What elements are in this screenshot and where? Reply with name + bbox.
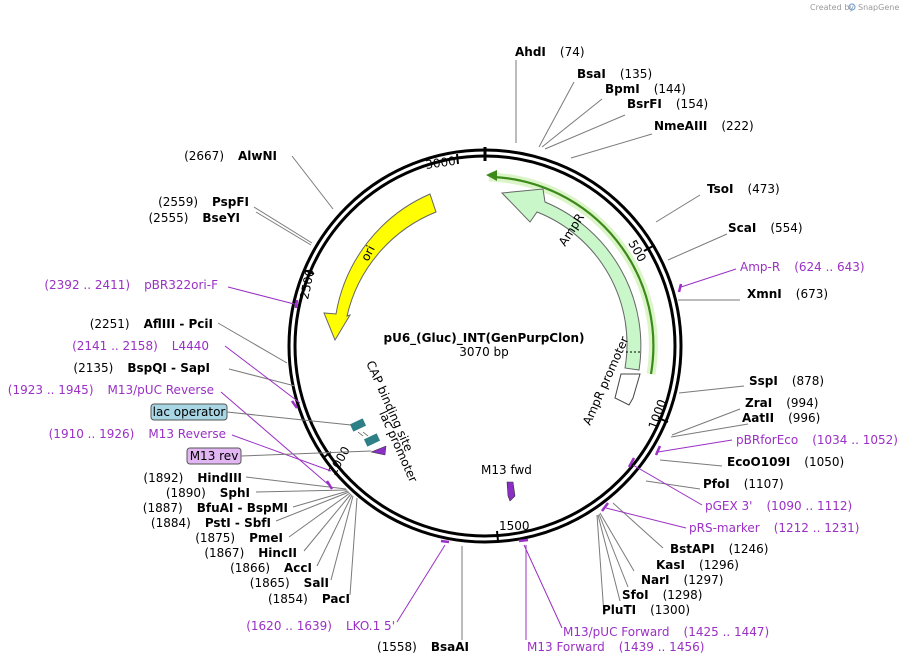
enzyme-xmni[interactable]: XmnI(673) xyxy=(747,287,828,301)
enzyme-hindiii[interactable]: (1892)HindIII xyxy=(143,471,242,485)
enzyme-ecoo109i[interactable]: EcoO109I(1050) xyxy=(727,455,844,469)
primer-m13puc-forward[interactable]: M13/pUC Forward(1425 .. 1447) xyxy=(563,625,769,639)
credit-brand: SnapGene xyxy=(858,3,899,12)
primer-labels: Amp-R(624 .. 643) pBRforEco(1034 .. 1052… xyxy=(8,260,898,654)
enzyme-ahdi[interactable]: AhdI(74) xyxy=(515,45,585,59)
enzyme-aatii[interactable]: AatII(996) xyxy=(742,411,820,425)
enzyme-bspqi-sapi[interactable]: (2135)BspQI - SapI xyxy=(73,361,210,375)
enzyme-paci[interactable]: (1854)PacI xyxy=(268,592,350,606)
ampr-orf-arrowhead xyxy=(486,170,497,181)
enzyme-zrai[interactable]: ZraI(994) xyxy=(745,396,818,410)
enzyme-hincii[interactable]: (1867)HincII xyxy=(204,546,297,560)
primer-m13-reverse[interactable]: (1910 .. 1926)M13 Reverse xyxy=(49,427,226,441)
enzyme-bsrfi[interactable]: BsrFI(154) xyxy=(627,97,708,111)
enzyme-sfoi[interactable]: SfoI(1298) xyxy=(622,588,702,602)
primer-bars xyxy=(290,283,683,544)
enzyme-alwni[interactable]: (2667)AlwNI xyxy=(184,149,277,163)
lac-operator-label: lac operator xyxy=(153,405,226,419)
tick-label-1500: 1500 xyxy=(499,519,530,533)
primer-l4440[interactable]: (2141 .. 2158)L4440 xyxy=(72,339,209,353)
m13-fwd-label: M13 fwd xyxy=(481,463,532,477)
enzyme-acci[interactable]: (1866)AccI xyxy=(230,561,312,575)
primer-m13-forward[interactable]: M13 Forward(1439 .. 1456) xyxy=(527,640,704,654)
enzyme-nmeaiii[interactable]: NmeAIII(222) xyxy=(654,119,754,133)
snapgene-logo-icon xyxy=(848,3,856,11)
enzyme-pspfi[interactable]: (2559)PspFI xyxy=(158,195,249,209)
enzyme-bsaai[interactable]: (1558)BsaAI xyxy=(377,640,469,654)
enzyme-bseyi[interactable]: (2555)BseYI xyxy=(149,211,241,225)
ori-label: ori xyxy=(358,243,378,263)
enzyme-psti-sbfi[interactable]: (1884)PstI - SbfI xyxy=(151,516,271,530)
enzyme-pluti[interactable]: PluTI(1300) xyxy=(602,603,690,617)
ampr-promoter-arrow[interactable] xyxy=(614,373,641,406)
enzyme-sspi[interactable]: SspI(878) xyxy=(749,374,824,388)
lac-hatch-icon xyxy=(357,431,369,437)
primer-pbr322ori-f[interactable]: (2392 .. 2411)pBR322ori-F xyxy=(44,278,218,292)
tick-label-2500: 2500 xyxy=(297,268,317,301)
enzyme-scai[interactable]: ScaI(554) xyxy=(728,221,803,235)
m13-fwd-arrow[interactable] xyxy=(506,481,516,502)
enzyme-afliii-pcii[interactable]: (2251)AflIII - PciI xyxy=(90,317,213,331)
m13rev-leader xyxy=(240,450,372,457)
enzyme-sali[interactable]: (1865)SalI xyxy=(250,576,329,590)
plasmid-name: pU6_(Gluc)_INT(GenPurpClon) xyxy=(383,331,584,346)
cap-binding-bar[interactable] xyxy=(363,433,381,447)
enzyme-leaders xyxy=(217,60,749,640)
enzyme-sphi[interactable]: (1890)SphI xyxy=(166,486,250,500)
primer-amp-r[interactable]: Amp-R(624 .. 643) xyxy=(740,260,865,274)
tick-label-1000: 1000 xyxy=(646,398,670,431)
primer-pbrforeco[interactable]: pBRforEco(1034 .. 1052) xyxy=(736,433,898,447)
primer-prs-marker[interactable]: pRS-marker(1212 .. 1231) xyxy=(689,521,859,535)
primer-pgex3[interactable]: pGEX 3'(1090 .. 1112) xyxy=(705,499,852,513)
enzyme-bfuai-bspmi[interactable]: (1887)BfuAI - BspMI xyxy=(143,501,288,515)
tick-label-2000: 2000 xyxy=(325,444,352,477)
enzyme-pmei[interactable]: (1875)PmeI xyxy=(195,531,283,545)
enzyme-bsai[interactable]: BsaI(135) xyxy=(577,67,652,81)
primer-leaders xyxy=(220,268,737,640)
enzyme-nari[interactable]: NarI(1297) xyxy=(641,573,723,587)
credit-prefix: Created by xyxy=(810,3,854,12)
primer-m13puc-reverse[interactable]: (1923 .. 1945)M13/pUC Reverse xyxy=(8,383,214,397)
ori-arrow[interactable] xyxy=(323,193,437,342)
m13rev-label: M13 rev xyxy=(190,449,239,463)
m13rev-arrow[interactable] xyxy=(370,445,387,456)
enzyme-labels: AhdI(74) BsaI(135) BpmI(144) BsrFI(154) … xyxy=(515,45,844,617)
tick-label-3000: 3000 xyxy=(424,154,456,172)
primer-lko1-5[interactable]: (1620 .. 1639)LKO.1 5' xyxy=(246,619,395,633)
enzyme-bpmi[interactable]: BpmI(144) xyxy=(605,82,686,96)
enzyme-tsoi[interactable]: TsoI(473) xyxy=(707,182,780,196)
enzyme-pfoi[interactable]: PfoI(1107) xyxy=(703,477,784,491)
ampr-orf-line xyxy=(493,175,655,375)
enzyme-labels-left: (1558)BsaAI (1854)PacI (1865)SalI (1866)… xyxy=(73,149,469,654)
plasmid-size: 3070 bp xyxy=(459,345,509,359)
lac-operator-bar[interactable] xyxy=(349,418,367,432)
enzyme-bstapi[interactable]: BstAPI(1246) xyxy=(670,542,768,556)
lac-operator-leader xyxy=(226,411,352,426)
enzyme-kasi[interactable]: KasI(1296) xyxy=(656,558,739,572)
